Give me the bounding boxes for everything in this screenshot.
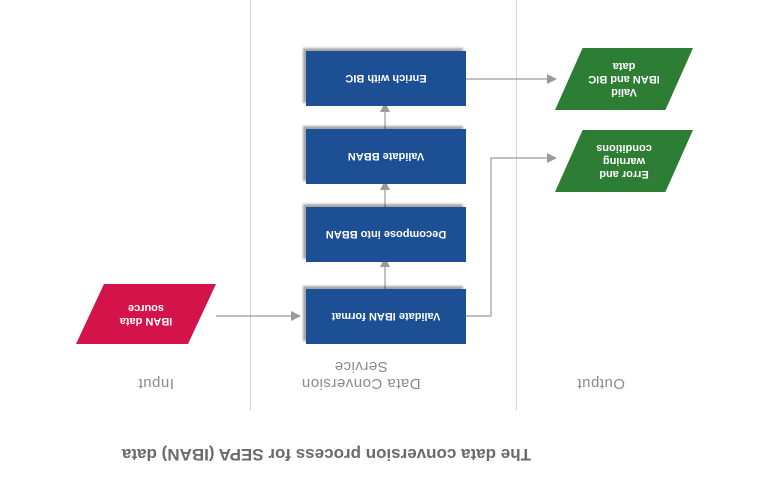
step-validate-bban: Validate BBAN xyxy=(306,129,466,184)
step-validate-iban-format: Validate IBAN format xyxy=(306,289,466,344)
input-line2: source xyxy=(127,302,165,314)
output-valid-line2: IBAN and BIC xyxy=(588,73,660,86)
output-error-line1: Error and xyxy=(599,168,649,181)
step-enrich-with-bic: Enrich with BIC xyxy=(306,51,466,106)
output-error-line2: warning xyxy=(602,155,646,168)
input-iban-data-source: IBAN data source xyxy=(76,284,216,344)
output-valid-line1: Valid xyxy=(611,86,637,99)
output-valid-line3: data xyxy=(612,60,636,73)
output-error-warning: Error and warning conditions xyxy=(555,130,693,192)
input-line1: IBAN data xyxy=(119,315,173,327)
output-error-line3: conditions xyxy=(596,142,652,155)
arrow-to-error-output xyxy=(466,153,557,317)
output-valid-iban-bic: Valid IBAN and BIC data xyxy=(555,48,693,110)
step-decompose-into-bban: Decompose into BBAN xyxy=(306,207,466,262)
